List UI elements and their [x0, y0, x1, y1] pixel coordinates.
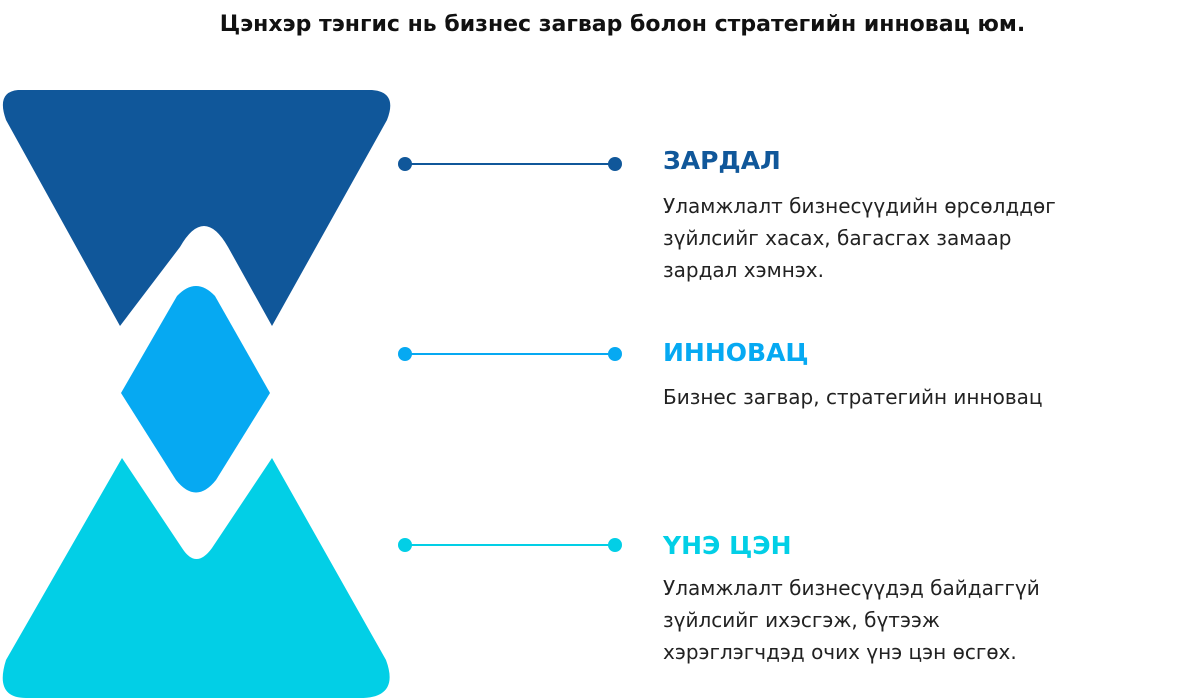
cost-triangle [2, 90, 391, 326]
description-line: зүйлсийг хасах, багасгах замаар [663, 226, 1012, 250]
value-connector [398, 538, 622, 552]
innovation-diamond [121, 286, 270, 493]
page-title: Цэнхэр тэнгис нь бизнес загвар болон стр… [219, 12, 1026, 37]
innovation-heading: ИННОВАЦ [663, 338, 809, 367]
description-line: Уламжлалт бизнесүүдэд байдаггүй [663, 576, 1040, 600]
description-line: Уламжлалт бизнесүүдийн өрсөлддөг [663, 194, 1056, 218]
innovation-description: Бизнес загвар, стратегийн инновац [663, 381, 1042, 413]
description-line: зардал хэмнэх. [663, 258, 824, 282]
cost-heading: ЗАРДАЛ [663, 146, 781, 175]
description-line: зүйлсийг ихэсгэж, бүтээж [663, 608, 940, 632]
connector-start-dot [398, 347, 412, 361]
value-heading: ҮНЭ ЦЭН [663, 531, 792, 560]
blue-ocean-diagram [2, 90, 391, 698]
connector-end-dot [608, 538, 622, 552]
connector-start-dot [398, 538, 412, 552]
innovation-connector [398, 347, 622, 361]
connector-end-dot [608, 347, 622, 361]
description-line: хэрэглэгчдэд очих үнэ цэн өсгөх. [663, 640, 1017, 664]
cost-connector [398, 157, 622, 171]
connector-end-dot [608, 157, 622, 171]
description-line: Бизнес загвар, стратегийн инновац [663, 385, 1043, 409]
value-triangle [2, 458, 390, 698]
cost-description: Уламжлалт бизнесүүдийн өрсөлддөг зүйлсий… [663, 190, 1056, 286]
connector-start-dot [398, 157, 412, 171]
value-description: Уламжлалт бизнесүүдэд байдаггүй зүйлсийг… [663, 572, 1040, 668]
